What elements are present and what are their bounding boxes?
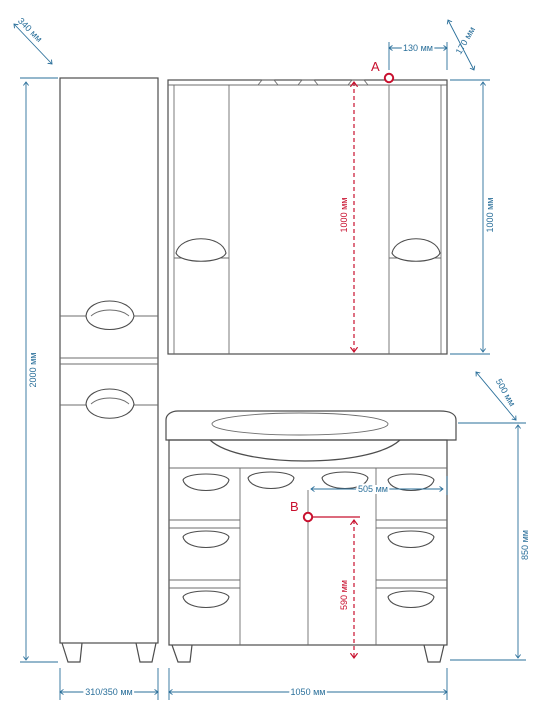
vanity-handle-5-icon	[182, 530, 230, 548]
pencil-height-label: 2000 мм	[28, 353, 38, 388]
point-a-icon	[383, 72, 395, 84]
pencil-depth-label: 340 мм	[16, 16, 44, 44]
mirror-height-label: 1000 мм	[485, 198, 495, 233]
point-b-offset-label: 505 мм	[358, 484, 388, 494]
vanity-height-label: 850 мм	[520, 530, 530, 560]
pencil-width-label: 310/350 мм	[85, 687, 132, 697]
marker-a	[354, 72, 395, 352]
point-b-icon	[302, 511, 314, 523]
vanity-handle-4-icon	[387, 473, 435, 491]
point-b-height-label: 590 мм	[339, 580, 349, 610]
pencil-handle-top-icon	[85, 300, 135, 330]
mirror-cabinet	[167, 79, 448, 355]
point-a-offset-label: 130 мм	[403, 43, 433, 53]
vanity-handle-8-icon	[387, 590, 435, 608]
point-a-label: A	[371, 59, 380, 74]
vanity-width-label: 1050 мм	[291, 687, 326, 697]
mirror-handle-right-icon	[391, 238, 441, 262]
vanity-handle-1-icon	[182, 473, 230, 491]
dimension-lines	[14, 20, 526, 700]
sink-depth-label: 500 мм	[494, 377, 518, 408]
vanity-handle-7-icon	[182, 590, 230, 608]
pencil-case-cabinet	[59, 77, 159, 663]
vanity-unit	[165, 410, 457, 663]
mirror-handle-left-icon	[175, 238, 227, 262]
mirror-depth-label: 170 мм	[454, 25, 478, 56]
vanity-handle-6-icon	[387, 530, 435, 548]
vanity-handle-2-icon	[247, 471, 295, 489]
marker-b	[302, 511, 360, 658]
point-b-label: B	[290, 499, 299, 514]
pencil-handle-bottom-icon	[85, 388, 135, 419]
mirror-height-inner-label: 1000 мм	[339, 198, 349, 233]
